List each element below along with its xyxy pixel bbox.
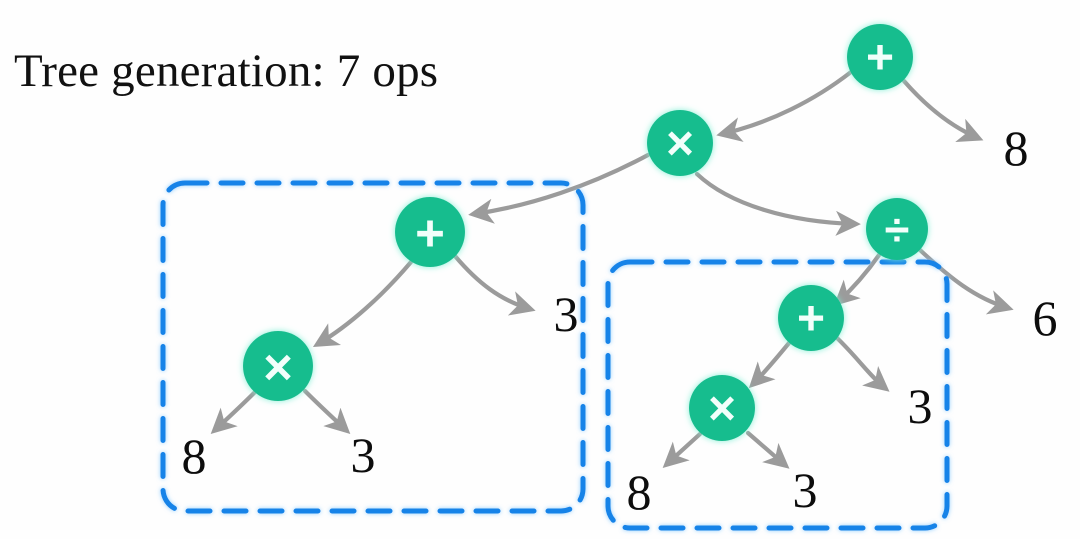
edge-addright-to-3 [833,334,890,392]
leaf-div-right: 6 [1033,290,1058,346]
operator-symbol: ÷ [885,205,910,256]
operator-symbol: × [708,383,736,436]
leaf-values-layer: 8 3 8 3 6 3 8 3 [182,120,1058,520]
operator-symbol: + [415,205,445,262]
edge-mulright-to-3 [745,430,790,469]
node-circle [866,198,928,260]
node-circle [778,285,844,351]
leaf-mulleft-l: 8 [182,428,207,484]
operator-node-root[interactable]: + [847,24,913,90]
operator-symbol: + [866,32,894,85]
leaf-mulright-l: 8 [627,464,652,520]
operator-symbol: × [263,339,293,396]
operator-nodes-layer: + × + × ÷ + × [243,24,928,441]
box-right [605,259,950,531]
edge-mulleft-to-8 [210,389,258,434]
edge-addleft-to-mulleft [312,259,414,348]
operator-node-mul-left[interactable]: × [243,331,313,401]
highlight-boxes-layer [160,180,950,531]
edge-addright-to-mulright [748,340,792,389]
leaf-addleft-r: 3 [554,286,579,342]
node-circle [689,375,755,441]
node-circle [647,110,713,176]
operator-node-div[interactable]: ÷ [866,198,928,260]
edge-multop-to-addleft [468,152,651,224]
node-circle [847,24,913,90]
edge-mulleft-to-3 [302,388,351,435]
operator-symbol: + [797,293,825,346]
operator-node-mul-right[interactable]: × [689,375,755,441]
edge-div-to-addright [833,252,882,306]
edge-root-to-multop [716,69,854,142]
edge-addleft-to-3 [452,253,536,316]
operator-node-add-left[interactable]: + [395,197,465,267]
leaf-mulright-r: 3 [793,462,818,518]
operator-symbol: × [666,118,694,171]
node-circle [243,331,313,401]
edge-multop-to-div [694,171,861,236]
operator-node-add-right[interactable]: + [778,285,844,351]
edge-mulright-to-8 [662,431,703,468]
box-left [160,180,586,514]
edges-layer [210,69,1014,469]
leaf-mulleft-r: 3 [351,427,376,483]
edge-div-to-6 [917,247,1014,315]
operator-node-mul-top[interactable]: × [647,110,713,176]
page-title: Tree generation: 7 ops [14,45,439,97]
edge-root-to-8 [901,78,984,142]
leaf-root-right: 8 [1004,120,1029,176]
leaf-addright-r: 3 [908,378,933,434]
node-circle [395,197,465,267]
